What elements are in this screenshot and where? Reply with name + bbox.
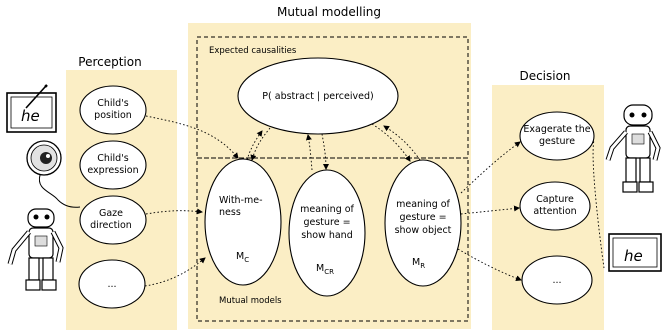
perception-line: position — [94, 110, 132, 121]
robot-icon — [605, 104, 661, 193]
model-symbol: MC — [236, 251, 249, 264]
decision-line: attention — [533, 206, 576, 217]
decision-capture-attention: Capture attention — [519, 181, 591, 231]
perception-line: Gaze — [99, 208, 123, 219]
decision-line: Capture — [536, 194, 574, 205]
perception-title: Perception — [78, 55, 141, 69]
edge-showobject-to-exagerate — [460, 141, 521, 194]
mutual-model-withmeness: With-me- ness MC — [204, 158, 282, 286]
model-line: meaning of — [396, 199, 450, 210]
decision-more: ... — [521, 255, 593, 305]
perception-line: Child's — [97, 153, 129, 164]
perception-line: direction — [90, 220, 132, 231]
edge-gaze-to-withmeness — [145, 208, 203, 215]
model-line: show hand — [301, 230, 352, 241]
edge-position-to-withmeness — [145, 115, 239, 159]
model-symbol: MCR — [316, 263, 334, 276]
model-line: With-me- — [219, 195, 263, 206]
perception-line: Child's — [97, 98, 129, 109]
mutual-model-show-hand: meaning of gesture = show hand MCR — [288, 169, 366, 297]
edge-showobject-to-causality — [383, 125, 421, 161]
perception-childs-expression: Child's expression — [79, 140, 147, 190]
tablet-icon: he — [608, 233, 662, 272]
decision-line: Exagerate the — [523, 124, 590, 135]
perception-more: ... — [78, 259, 146, 309]
perception-childs-position: Child's position — [79, 85, 147, 135]
perception-line: ... — [107, 279, 116, 290]
perception-line: expression — [87, 165, 138, 176]
robot-icon — [7, 208, 64, 291]
eye-camera-icon — [26, 140, 81, 208]
edge-tablet-to-exagerate — [592, 139, 605, 269]
model-symbol: MR — [412, 257, 425, 270]
perception-gaze-direction: Gaze direction — [79, 195, 147, 245]
decision-line: gesture — [539, 136, 575, 147]
mutual-models-box — [196, 157, 469, 322]
mutual-modelling-title: Mutual modelling — [277, 5, 381, 19]
edge-withmeness-to-causality — [246, 130, 263, 161]
decision-line: ... — [552, 275, 561, 286]
tablet-icon: he — [6, 84, 57, 133]
tablet-writing: he — [624, 247, 643, 265]
tablet-writing: he — [21, 107, 40, 125]
edge-causality-to-showobject — [371, 123, 411, 162]
causality-node-label: P( abstract | perceived) — [262, 91, 373, 102]
edge-showobject-to-capture — [460, 205, 520, 215]
model-line: ness — [219, 207, 241, 218]
model-line: gesture = — [399, 212, 446, 223]
decision-title: Decision — [519, 69, 570, 83]
model-line: show object — [395, 225, 452, 236]
edge-more-to-withmeness — [144, 257, 206, 287]
mutual-model-show-object: meaning of gesture = show object MR — [384, 159, 462, 287]
decision-exagerate-gesture: Exagerate the gesture — [519, 111, 595, 161]
mutual-models-title: Mutual models — [219, 296, 282, 306]
expected-causalities-title: Expected causalities — [209, 46, 297, 56]
model-line: meaning of — [300, 204, 354, 215]
model-line: gesture = — [303, 217, 350, 228]
causality-node — [237, 57, 399, 135]
